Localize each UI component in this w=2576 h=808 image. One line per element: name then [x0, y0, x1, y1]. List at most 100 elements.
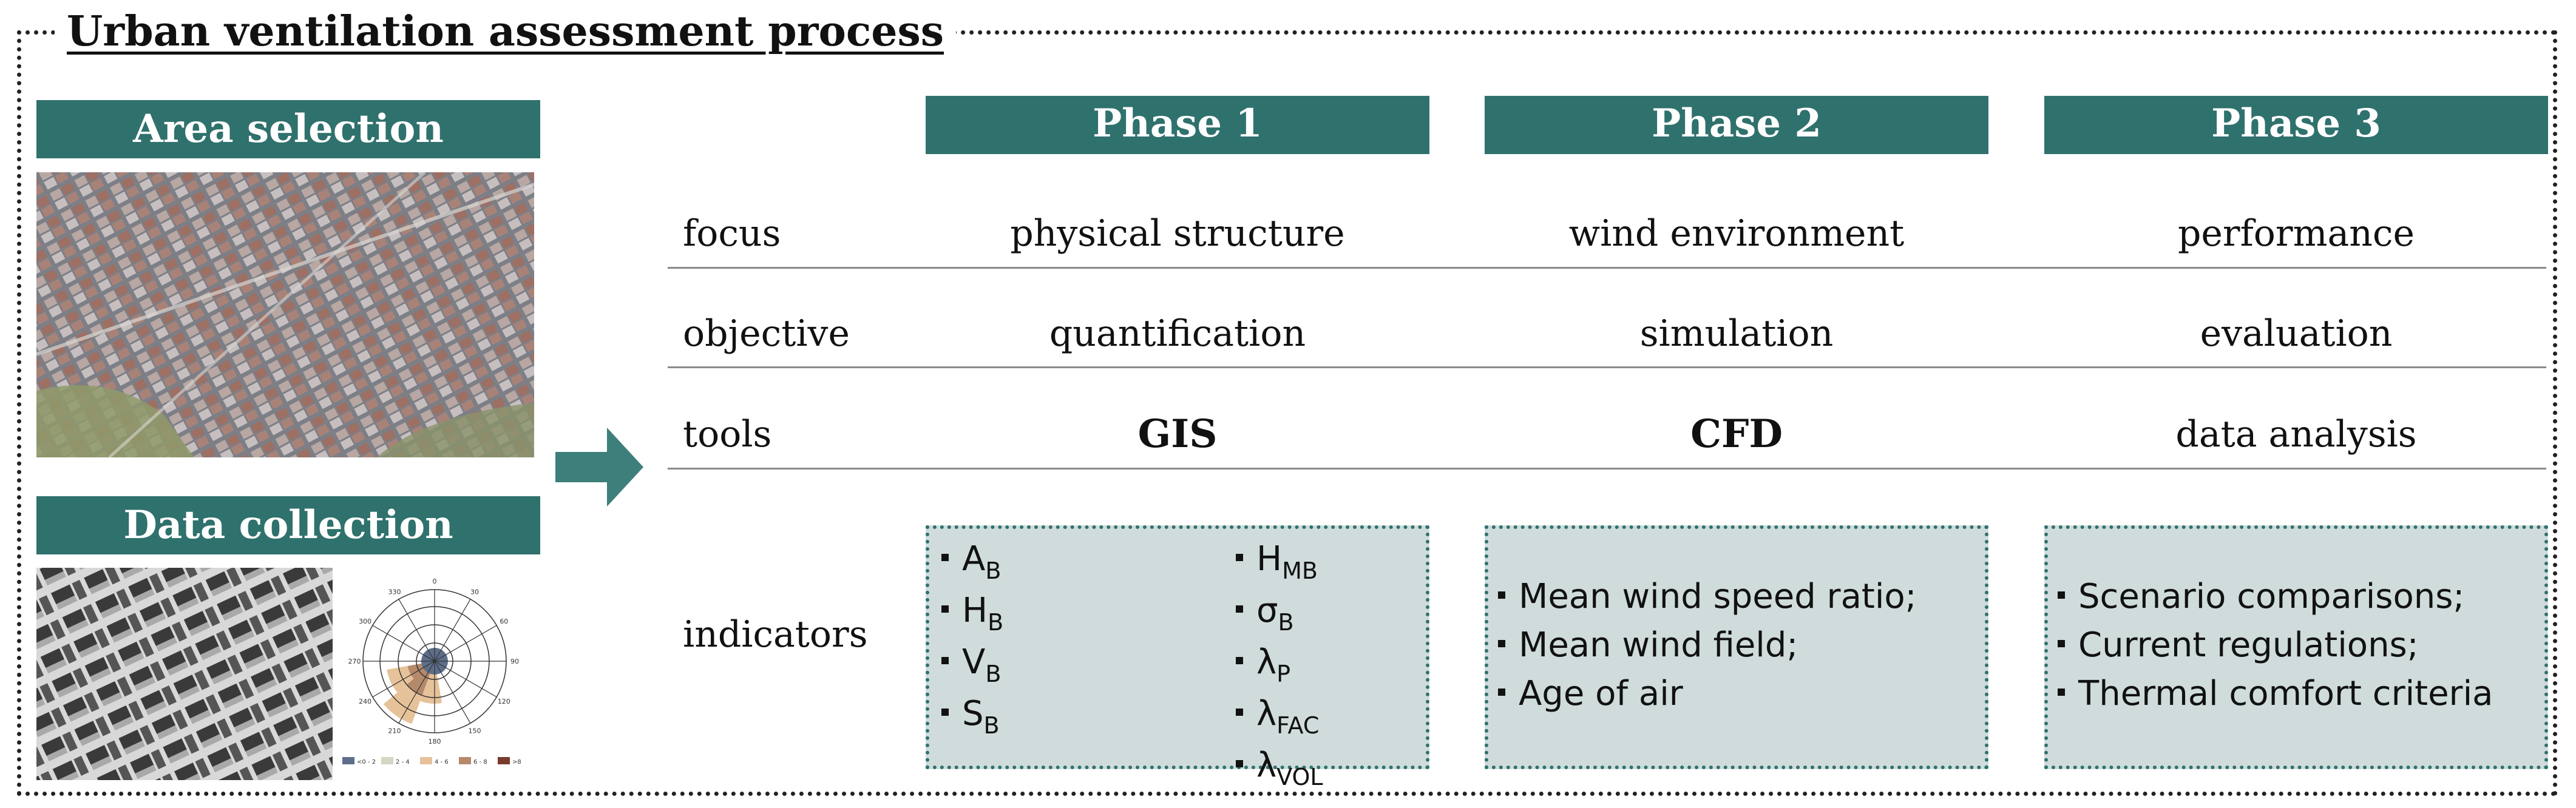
row-divider	[668, 468, 2546, 470]
bullet-icon	[1236, 605, 1243, 613]
indicator-item: Scenario comparisons;	[2058, 573, 2493, 621]
indicator-subscript: B	[985, 661, 1002, 687]
indicator-item: AB	[941, 535, 1003, 587]
indicator-symbol: V	[962, 642, 986, 682]
legend-label: <0 - 2	[357, 759, 376, 766]
indicator-item: Thermal comfort criteria	[2058, 670, 2493, 718]
phase-1-tools: GIS	[1137, 411, 1218, 457]
legend-label: 6 - 8	[473, 759, 487, 766]
phase-3-indicator-list: Scenario comparisons; Current regulation…	[2058, 573, 2493, 718]
row-label-focus: focus	[683, 212, 781, 255]
wind-direction-label: 270	[348, 658, 361, 665]
phase-3-header: Phase 3	[2044, 96, 2548, 154]
bullet-icon	[1236, 553, 1243, 561]
bullet-icon	[941, 708, 949, 716]
wind-direction-label: 180	[429, 738, 441, 746]
phase-2-objective: simulation	[1639, 312, 1834, 355]
aerial-city-image	[36, 171, 535, 459]
bullet-icon	[2058, 639, 2065, 647]
phase-2-focus: wind environment	[1568, 212, 1905, 255]
wind-rose-spoke	[434, 661, 471, 724]
indicator-subscript: B	[983, 712, 1000, 739]
phase-3-tools: data analysis	[2175, 413, 2417, 456]
indicator-item: Current regulations;	[2058, 621, 2493, 670]
legend-label: >8	[512, 759, 521, 766]
wind-rose-spoke	[434, 599, 471, 662]
indicator-symbol: σ	[1256, 591, 1278, 630]
wind-direction-label: 0	[433, 577, 437, 585]
wind-direction-label: 330	[388, 588, 401, 596]
indicator-item: λVOL	[1236, 741, 1323, 793]
phase-2-tools: CFD	[1690, 411, 1783, 457]
bullet-icon	[1498, 639, 1505, 647]
wind-direction-label: 90	[510, 658, 519, 665]
wind-rose-spoke	[398, 599, 435, 662]
bullet-icon	[2058, 591, 2065, 599]
wind-sector	[420, 661, 442, 704]
phase-1-header: Phase 1	[926, 96, 1429, 154]
legend-swatch	[342, 757, 354, 764]
bullet-icon	[941, 656, 949, 664]
indicator-symbol: S	[962, 694, 984, 733]
row-label-objective: objective	[683, 312, 850, 355]
indicator-item: SB	[941, 690, 1003, 741]
indicator-item: Age of air	[1498, 670, 1917, 718]
wind-direction-label: 30	[470, 588, 479, 596]
3d-buildings-image	[36, 568, 333, 780]
indicator-item: λP	[1236, 638, 1323, 690]
indicator-symbol: λ	[1256, 694, 1277, 733]
indicator-subscript: B	[985, 557, 1002, 584]
row-divider	[668, 366, 2546, 368]
row-label-tools: tools	[683, 413, 772, 456]
flow-arrow-icon	[555, 425, 646, 510]
indicator-item: λFAC	[1236, 690, 1323, 741]
indicator-subscript: FAC	[1276, 712, 1320, 739]
legend-label: 4 - 6	[435, 759, 449, 766]
indicator-subscript: B	[1278, 609, 1294, 636]
row-label-indicators: indicators	[683, 613, 868, 656]
phase-2-indicators-box: Mean wind speed ratio; Mean wind field; …	[1485, 525, 1988, 769]
indicator-subscript: P	[1276, 661, 1291, 687]
indicator-subscript: MB	[1282, 557, 1318, 584]
indicator-item: Mean wind field;	[1498, 621, 1917, 670]
wind-rose-spoke	[434, 625, 497, 662]
wind-rose-spoke	[372, 625, 435, 662]
indicator-item: VB	[941, 638, 1003, 690]
wind-direction-label: 150	[469, 727, 481, 735]
row-divider	[668, 267, 2546, 269]
wind-direction-label: 60	[500, 618, 508, 625]
wind-direction-label: 120	[498, 698, 510, 705]
wind-direction-label: 240	[359, 698, 371, 705]
bullet-icon	[941, 553, 949, 561]
phase-2-header: Phase 2	[1485, 96, 1988, 154]
indicator-item: σB	[1236, 587, 1323, 638]
bullet-icon	[1498, 591, 1505, 599]
legend-swatch	[420, 757, 432, 764]
indicator-symbol: H	[1256, 539, 1283, 579]
diagram-title: Urban ventilation assessment process	[55, 7, 957, 56]
indicator-symbol: λ	[1256, 642, 1277, 682]
indicator-symbol: A	[962, 539, 986, 579]
legend-label: 2 - 4	[396, 759, 410, 766]
wind-direction-label: 300	[359, 618, 371, 625]
indicator-subscript: VOL	[1276, 764, 1323, 790]
indicator-item: HB	[941, 587, 1003, 638]
wind-rose-spoke	[434, 661, 497, 698]
3d-buildings-graphic	[36, 568, 333, 780]
process-frame	[17, 30, 2557, 796]
indicator-item: Mean wind speed ratio;	[1498, 573, 1917, 621]
bullet-icon	[1236, 656, 1243, 664]
phase-3-objective: evaluation	[2200, 312, 2393, 355]
phase-2-indicator-list: Mean wind speed ratio; Mean wind field; …	[1498, 573, 1917, 718]
phase-1-objective: quantification	[1049, 312, 1306, 355]
phase-1-focus: physical structure	[1010, 212, 1345, 255]
data-collection-label: Data collection	[36, 496, 540, 554]
indicator-item: HMB	[1236, 535, 1323, 587]
legend-swatch	[498, 757, 510, 764]
bullet-icon	[1498, 688, 1505, 696]
